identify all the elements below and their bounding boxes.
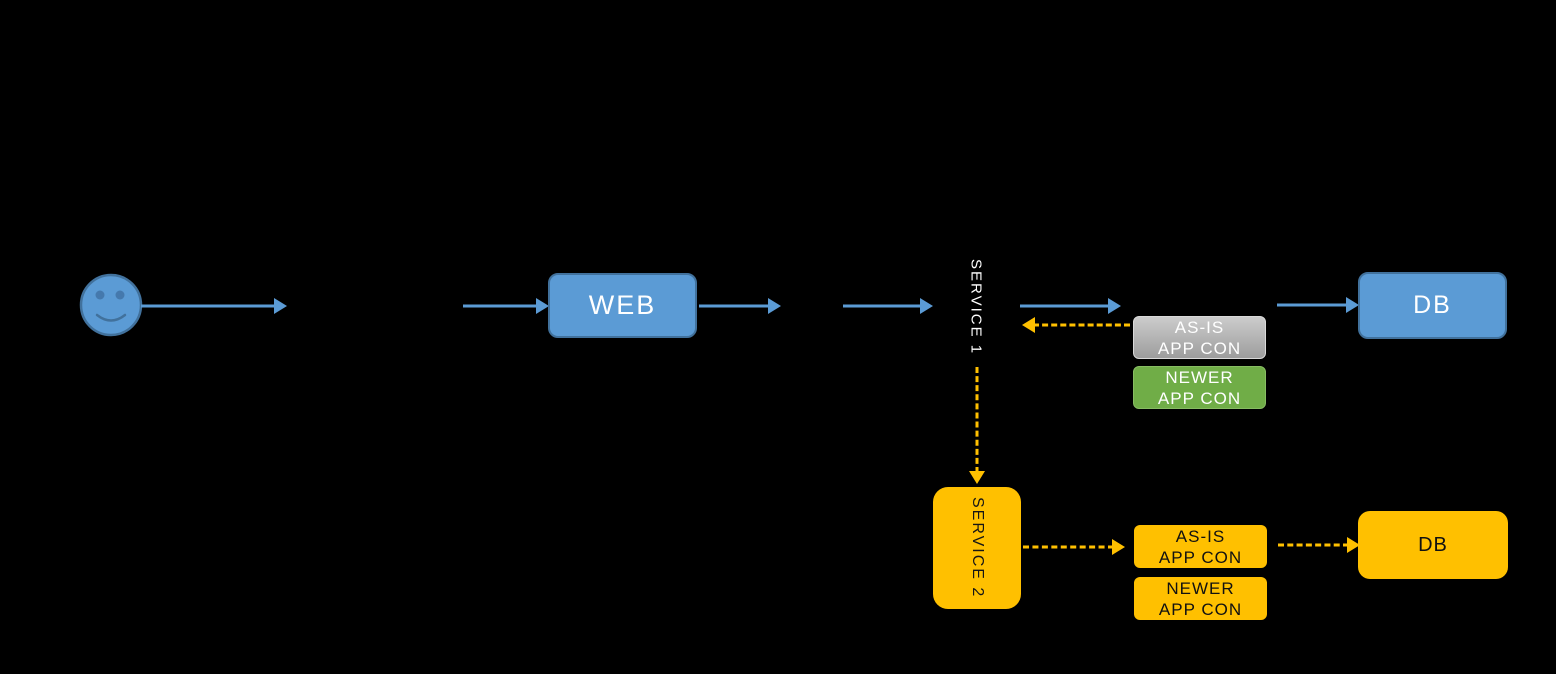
db-node-top: DB (1358, 272, 1507, 339)
db-node-top-label: DB (1413, 291, 1452, 319)
arrow-into-service1 (843, 297, 933, 315)
newer-appcon-bottom-line1: NEWER (1166, 578, 1235, 598)
asis-appcon-bottom-line2: APP CON (1158, 547, 1243, 567)
smiley-user-icon (79, 273, 143, 337)
arrow-into-web (463, 297, 549, 315)
arrow-service1-to-appcon (1020, 297, 1121, 315)
arrow-service2-to-appcon (1023, 538, 1125, 556)
service1-label: SERVICE 1 (967, 258, 985, 356)
arrow-user-to-gap (141, 297, 287, 315)
service1-node: SERVICE 1 (960, 258, 992, 356)
arrow-service1-down-to-service2 (968, 367, 986, 484)
newer-appcon-node-top: NEWER APP CON (1133, 366, 1266, 409)
asis-appcon-node-top: AS-IS APP CON (1133, 316, 1266, 359)
web-node: WEB (548, 273, 697, 338)
asis-appcon-top-line1: AS-IS (1174, 317, 1225, 337)
arrow-appcon-to-db (1277, 296, 1359, 314)
db-node-bottom-label: DB (1418, 533, 1448, 556)
newer-appcon-bottom-line2: APP CON (1158, 599, 1243, 619)
arrow-appcon-to-db-bottom (1278, 536, 1360, 554)
newer-appcon-top-line2: APP CON (1157, 388, 1242, 408)
db-node-bottom: DB (1358, 511, 1508, 579)
asis-appcon-top-line2: APP CON (1157, 338, 1242, 358)
arrow-web-out (699, 297, 781, 315)
asis-appcon-node-bottom: AS-IS APP CON (1134, 525, 1267, 568)
newer-appcon-top-line1: NEWER (1165, 367, 1234, 387)
service2-label: SERVICE 2 (969, 497, 986, 599)
asis-appcon-bottom-line1: AS-IS (1175, 526, 1226, 546)
web-node-label: WEB (588, 290, 657, 320)
arrow-appcon-back-to-service1 (1022, 316, 1130, 334)
service2-node: SERVICE 2 (933, 487, 1021, 609)
newer-appcon-node-bottom: NEWER APP CON (1134, 577, 1267, 620)
